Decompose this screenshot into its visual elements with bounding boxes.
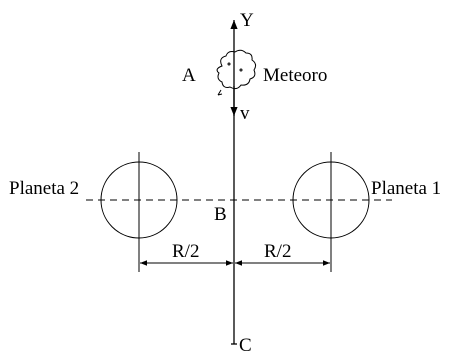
meteor-icon [216,49,257,96]
meteor-label: Meteoro [263,65,327,86]
point-b-label: B [214,204,227,225]
y-axis-label: Y [240,10,254,31]
point-c-label: C [239,335,252,352]
point-a-label: A [182,65,196,86]
velocity-label: v [240,103,250,124]
distance-right-label: R/2 [264,241,291,262]
distance-left-label: R/2 [172,241,199,262]
planet-1-label: Planeta 1 [371,178,441,199]
planet-2-label: Planeta 2 [9,178,79,199]
